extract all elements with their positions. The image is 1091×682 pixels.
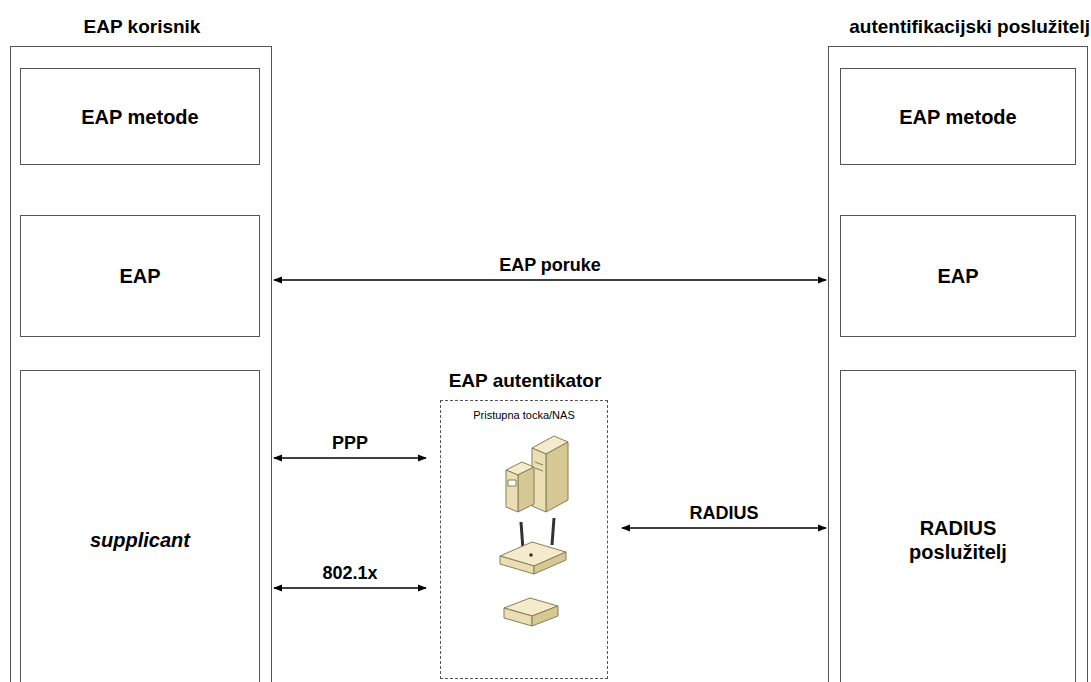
- router-icon: [500, 518, 566, 574]
- connector-arrow: [622, 527, 826, 528]
- layer-label: EAP metode: [81, 105, 198, 129]
- heading-label: EAP autentikator: [449, 370, 602, 392]
- layer-label: supplicant: [21, 371, 259, 682]
- layer-label: EAP: [119, 264, 160, 288]
- layer-label: RADIUS poslužitelj: [888, 516, 1028, 564]
- layer-label: EAP: [841, 216, 1075, 336]
- server-icon: [506, 436, 568, 512]
- layer-label: EAP metode: [21, 69, 259, 164]
- connector-arrow: [274, 587, 426, 588]
- layer-label: EAP: [937, 264, 978, 288]
- device-caption: Pristupna tocka/NAS: [441, 409, 607, 421]
- layer-label: EAP metode: [899, 105, 1016, 129]
- connector-label: 802.1x: [319, 563, 380, 584]
- layer-label: EAP metode: [841, 69, 1075, 164]
- connector-label: PPP: [329, 433, 371, 454]
- connector-arrow: [274, 457, 426, 458]
- heading-label: autentifikacijski poslužitelj: [849, 16, 1090, 38]
- switch-icon: [504, 598, 558, 626]
- host-column: autentifikacijski poslužiteljEAP metodeE…: [828, 46, 1088, 682]
- layer-box: supplicant: [20, 370, 260, 682]
- authenticator-box: EAP autentikatorPristupna tocka/NAS: [440, 400, 608, 679]
- connector-label: EAP poruke: [496, 255, 604, 276]
- layer-box: EAP metode: [20, 68, 260, 165]
- layer-box: EAP: [840, 215, 1076, 337]
- layer-box: RADIUS poslužitelj: [840, 370, 1076, 682]
- heading-label: EAP korisnik: [84, 16, 201, 38]
- connector-arrow: [274, 279, 826, 280]
- layer-box: EAP metode: [840, 68, 1076, 165]
- layer-label: EAP: [21, 216, 259, 336]
- layer-label: supplicant: [90, 528, 190, 552]
- connector-label: RADIUS: [686, 503, 761, 524]
- layer-label: RADIUS poslužitelj: [841, 371, 1075, 682]
- host-column: EAP korisnikEAP metodeEAPsupplicant: [10, 46, 272, 682]
- layer-box: EAP: [20, 215, 260, 337]
